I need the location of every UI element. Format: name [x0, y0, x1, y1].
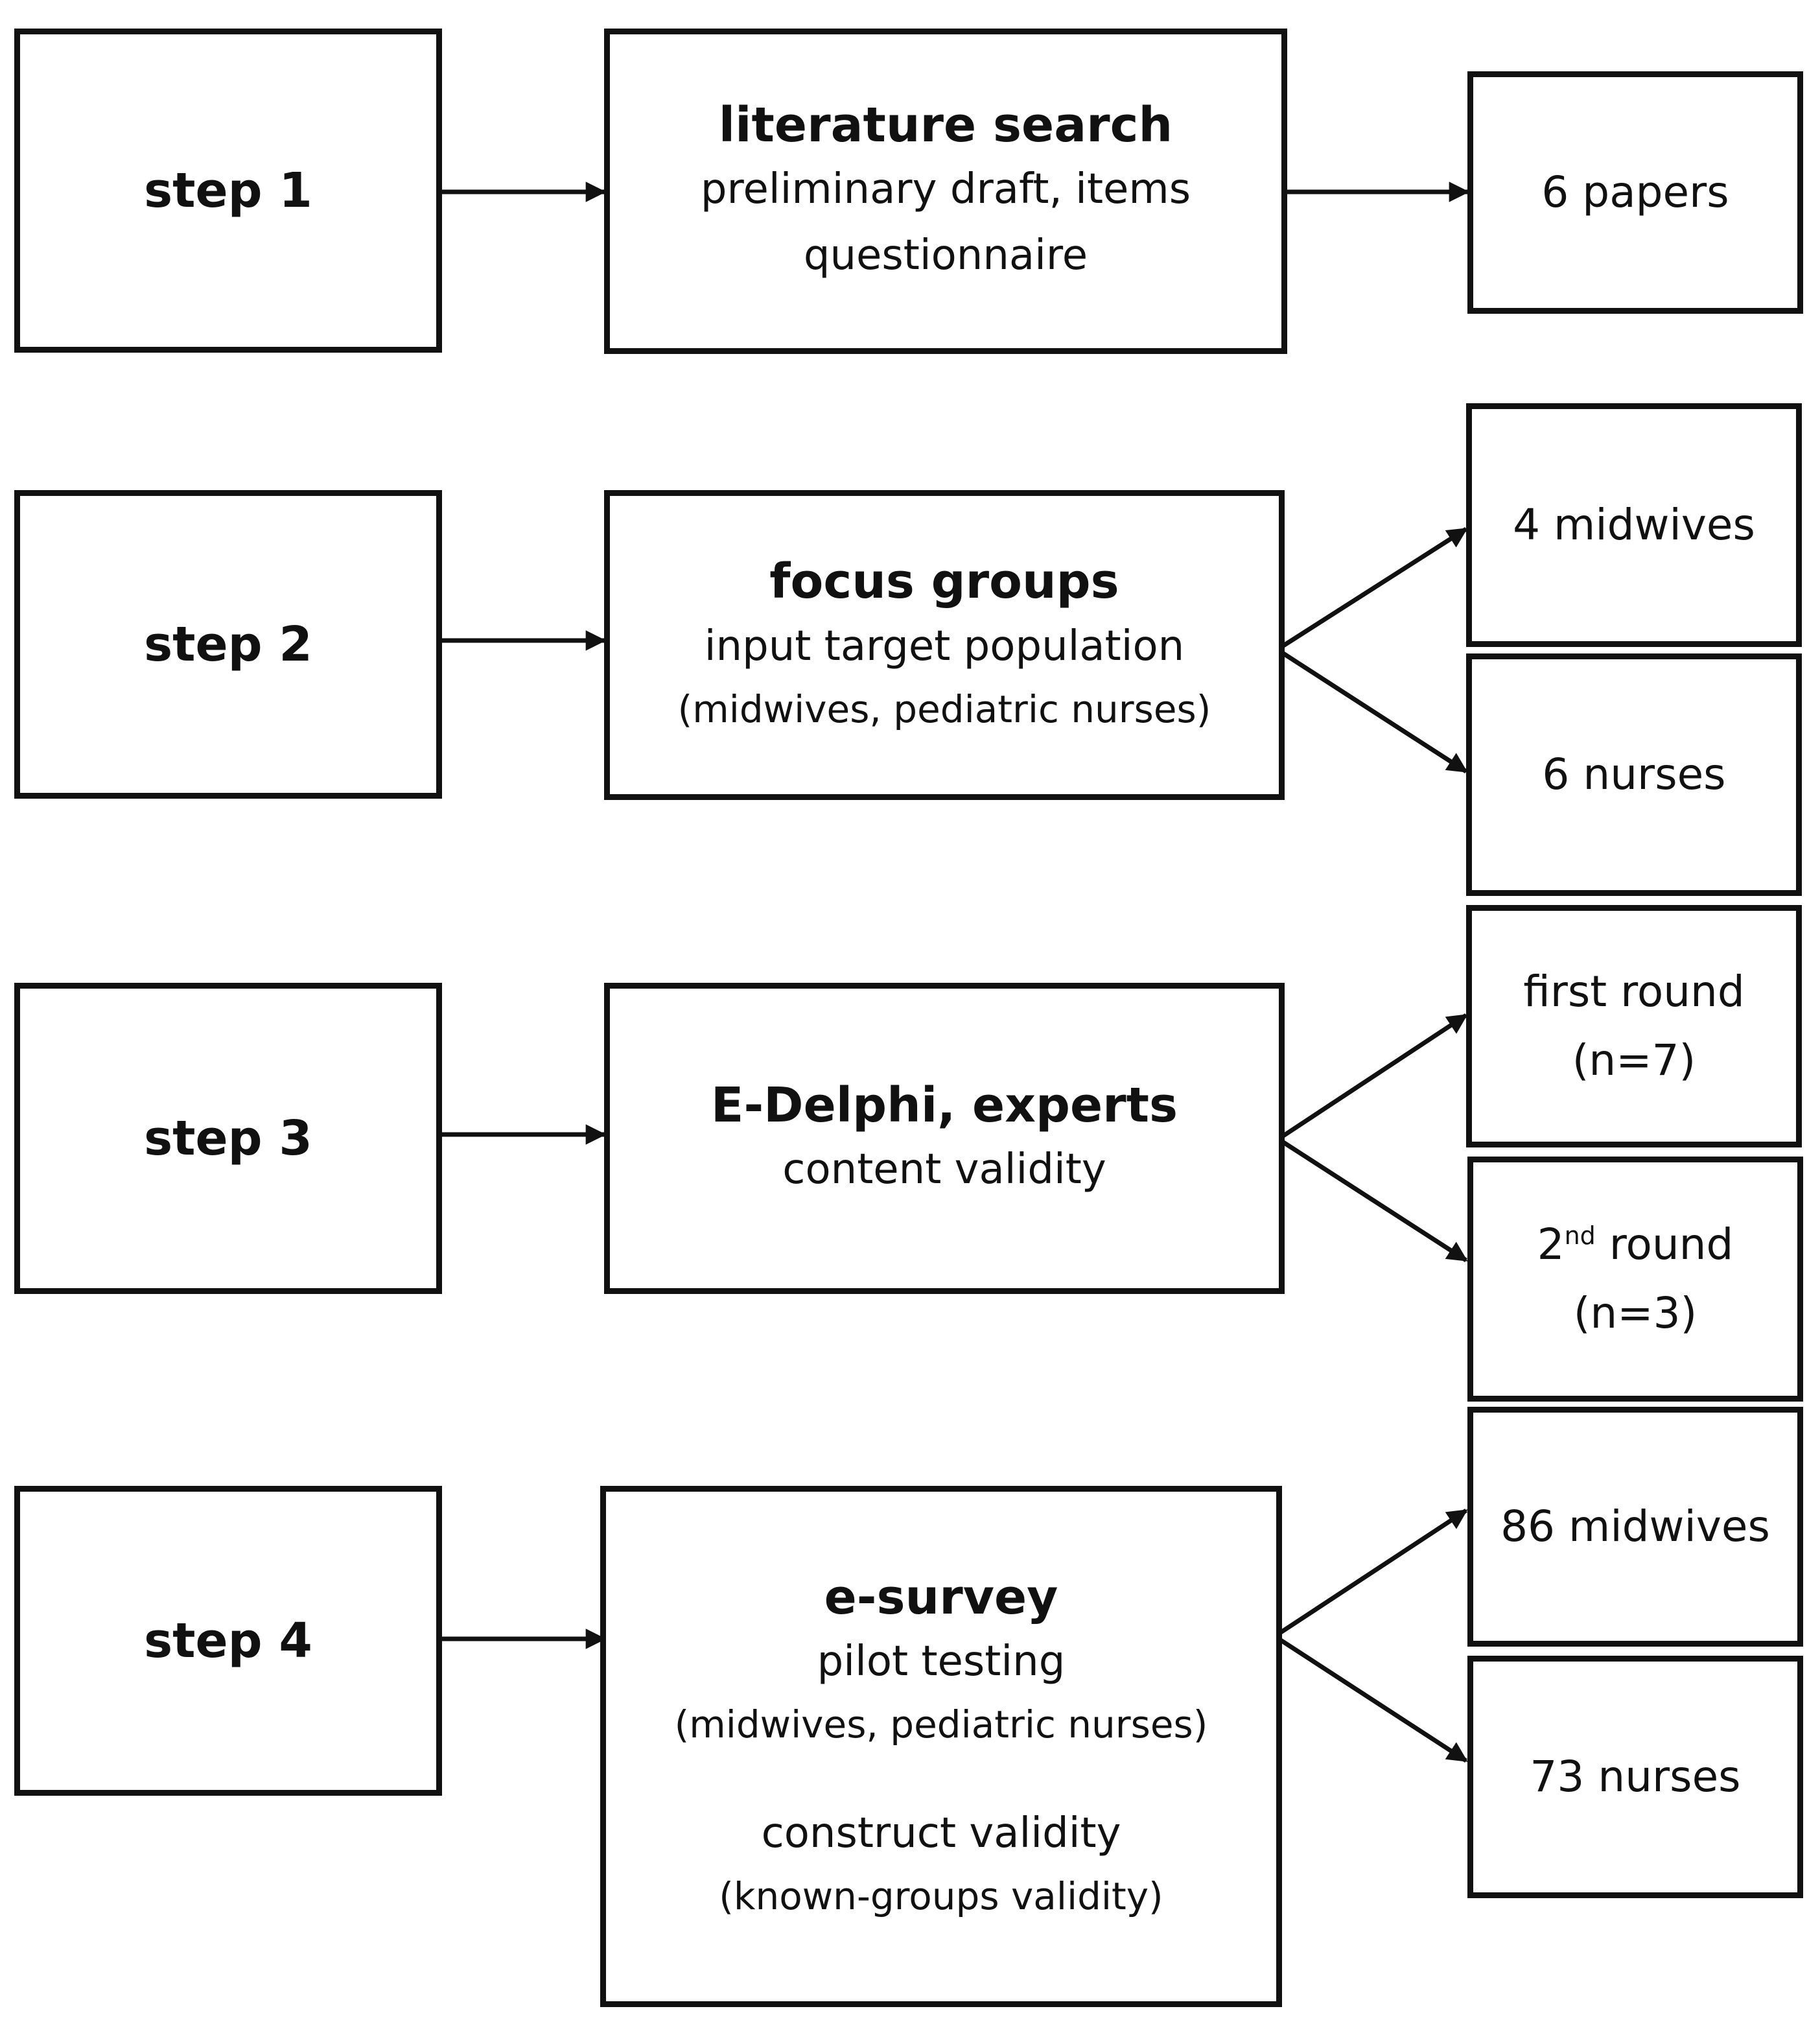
step-2-label: step 2 — [144, 617, 312, 672]
e-delphi-box: E-Delphi, experts content validity — [604, 983, 1285, 1294]
arrow-process2-to-result-b — [1282, 652, 1468, 773]
result-73-nurses: 73 nurses — [1467, 1656, 1803, 1898]
e-survey-line-3: construct validity — [761, 1809, 1121, 1858]
result-86-midwives: 86 midwives — [1467, 1407, 1803, 1647]
focus-groups-line-1: input target population — [704, 622, 1185, 670]
arrow-process4-to-result-a — [1279, 1509, 1468, 1634]
e-survey-line-4: (known-groups validity) — [719, 1874, 1163, 1919]
result-6-nurses: 6 nurses — [1466, 653, 1802, 896]
result-second-round-superscript: nd — [1564, 1221, 1596, 1251]
result-4-midwives: 4 midwives — [1466, 403, 1802, 647]
result-first-round-line-1: first round — [1523, 967, 1745, 1017]
literature-search-line-2: questionnaire — [803, 231, 1088, 280]
step-4-box: step 4 — [14, 1486, 442, 1796]
literature-search-box: literature search preliminary draft, ite… — [604, 29, 1287, 354]
result-73-nurses-label: 73 nurses — [1530, 1752, 1741, 1802]
step-2-box: step 2 — [14, 490, 442, 799]
result-6-papers-label: 6 papers — [1541, 167, 1729, 218]
result-second-round: 2nd round (n=3) — [1467, 1157, 1803, 1402]
e-survey-line-2: (midwives, pediatric nurses) — [674, 1702, 1208, 1747]
e-survey-box: e-survey pilot testing (midwives, pediat… — [600, 1486, 1282, 2007]
step-1-label: step 1 — [144, 163, 312, 218]
result-first-round-line-2: (n=7) — [1572, 1035, 1696, 1085]
focus-groups-line-2: (midwives, pediatric nurses) — [677, 687, 1211, 731]
result-second-round-line-1: 2nd round — [1537, 1210, 1734, 1279]
focus-groups-title: focus groups — [769, 554, 1119, 610]
result-first-round: first round (n=7) — [1466, 905, 1802, 1147]
step-1-box: step 1 — [14, 29, 442, 353]
arrow-process2-to-result-a — [1282, 527, 1468, 648]
step-3-box: step 3 — [14, 983, 442, 1294]
arrow-process4-to-result-b — [1279, 1638, 1468, 1763]
result-6-papers: 6 papers — [1467, 71, 1803, 314]
result-second-round-line-2: (n=3) — [1573, 1288, 1698, 1338]
focus-groups-box: focus groups input target population (mi… — [604, 490, 1285, 800]
e-survey-line-1: pilot testing — [817, 1637, 1066, 1686]
result-86-midwives-label: 86 midwives — [1500, 1501, 1770, 1552]
e-delphi-line-1: content validity — [782, 1145, 1106, 1193]
step-4-label: step 4 — [144, 1613, 312, 1669]
arrow-process3-to-result-a — [1282, 1013, 1468, 1138]
e-delphi-title: E-Delphi, experts — [710, 1077, 1178, 1133]
arrow-process3-to-result-b — [1282, 1140, 1468, 1262]
step-3-label: step 3 — [144, 1111, 312, 1166]
e-survey-title: e-survey — [824, 1569, 1058, 1625]
literature-search-line-1: preliminary draft, items — [700, 165, 1191, 213]
result-second-round-word: round — [1595, 1219, 1734, 1270]
result-6-nurses-label: 6 nurses — [1542, 749, 1726, 800]
result-second-round-ordinal: 2 — [1537, 1219, 1565, 1270]
result-4-midwives-label: 4 midwives — [1513, 500, 1755, 550]
literature-search-title: literature search — [718, 97, 1173, 153]
